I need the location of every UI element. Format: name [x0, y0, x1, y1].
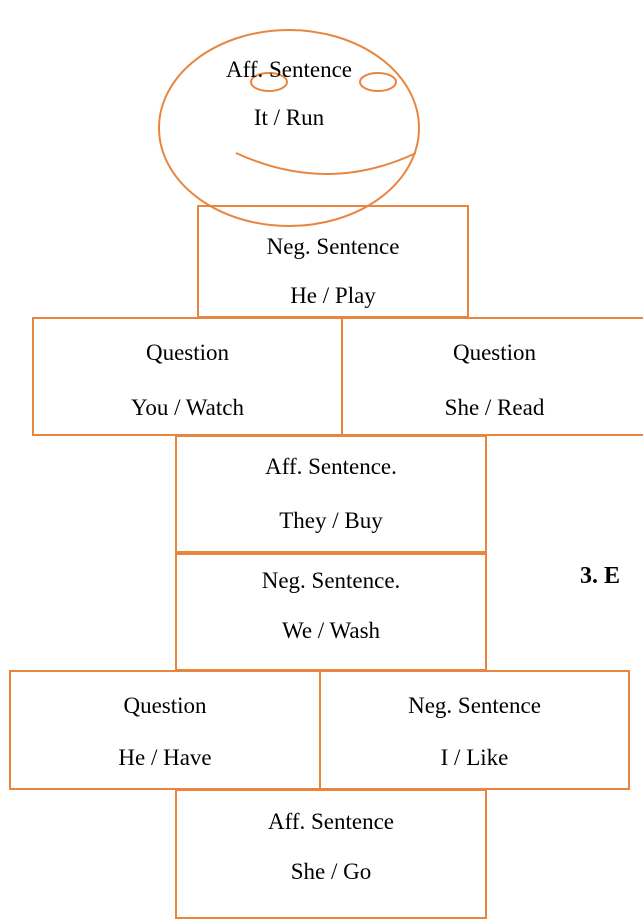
- feet-line1: Aff. Sentence: [267, 809, 395, 834]
- leg-right-box: Neg. Sentence I / Like: [319, 670, 630, 790]
- leg-left-line1: Question: [123, 693, 207, 718]
- head-ellipse: [158, 29, 420, 227]
- leg-left-line2: He / Have: [118, 745, 212, 770]
- leg-left-box: Question He / Have: [9, 670, 321, 790]
- body-lower-line2: We / Wash: [281, 618, 381, 643]
- arm-right-line2: She / Read: [444, 395, 545, 420]
- head-line2: It / Run: [253, 105, 325, 130]
- left-eye: [250, 72, 288, 92]
- arm-left-line1: Question: [145, 340, 230, 365]
- body-upper-line1: Aff. Sentence.: [265, 454, 397, 479]
- body-upper-line2: They / Buy: [279, 508, 383, 533]
- feet-box: Aff. Sentence She / Go: [175, 789, 487, 919]
- section-number-text: 3. E: [580, 563, 621, 589]
- neck-line1: Neg. Sentence: [266, 234, 400, 259]
- arm-left-box: Question You / Watch: [32, 317, 343, 436]
- right-eye: [359, 72, 397, 92]
- neck-line2: He / Play: [290, 283, 376, 308]
- neck-box: Neg. Sentence He / Play: [197, 205, 469, 318]
- body-lower-box: Neg. Sentence. We / Wash: [175, 551, 487, 671]
- arm-right-line1: Question: [452, 340, 537, 365]
- arm-left-line2: You / Watch: [131, 395, 244, 420]
- body-lower-line1: Neg. Sentence.: [261, 568, 401, 593]
- leg-right-line2: I / Like: [440, 745, 509, 770]
- body-upper-box: Aff. Sentence. They / Buy: [175, 435, 487, 555]
- arm-right-box: Question She / Read: [341, 317, 643, 436]
- feet-line2: She / Go: [290, 859, 372, 884]
- mouth-smile: [235, 152, 417, 175]
- head-line1: Aff. Sentence: [225, 57, 353, 82]
- leg-right-line1: Neg. Sentence: [408, 693, 541, 718]
